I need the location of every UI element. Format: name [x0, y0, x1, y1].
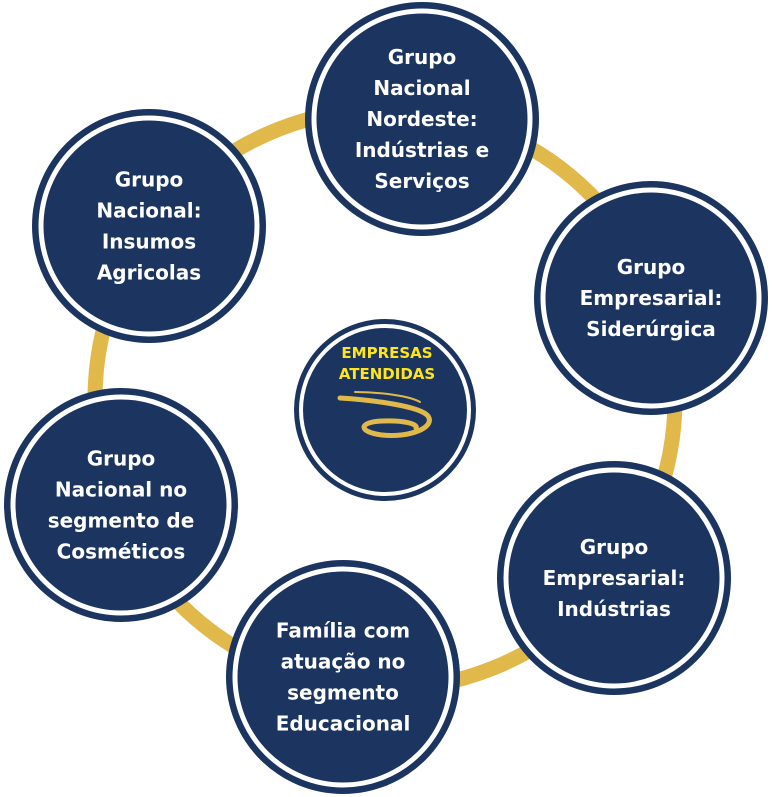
company-node-label-line: Grupo: [87, 447, 156, 471]
company-node-label-line: Grupo: [617, 255, 686, 279]
company-node-label-line: Serviços: [374, 169, 469, 193]
company-node-label-line: Grupo: [580, 535, 649, 559]
company-node-label-line: Cosméticos: [57, 540, 186, 564]
company-node-circle: [497, 461, 731, 695]
center-badge: EMPRESAS ATENDIDAS: [294, 319, 476, 501]
company-node-label-line: Nordeste:: [366, 107, 477, 131]
company-node-circle: [32, 109, 266, 343]
company-node-border: [232, 566, 454, 788]
company-node-circle: [305, 2, 539, 236]
center-badge-border: [299, 324, 471, 496]
company-node-label-line: Grupo: [115, 168, 184, 192]
company-node-label-line: Indústrias: [557, 597, 671, 621]
company-node-label-line: Empresarial:: [580, 286, 723, 310]
company-node-label-line: Nacional no: [55, 478, 187, 502]
company-node-label-line: Empresarial:: [543, 566, 686, 590]
center-badge-outer: [294, 319, 476, 501]
company-node-border: [10, 394, 232, 616]
company-node-label-line: Educacional: [276, 712, 411, 736]
company-node-label-line: Indústrias e: [355, 138, 489, 162]
center-title-line-1: EMPRESAS: [341, 344, 432, 362]
company-node-border: [540, 187, 762, 409]
company-node-label-line: Família com: [276, 619, 410, 643]
company-node-border: [311, 8, 533, 230]
company-node-label-line: Nacional:: [96, 199, 201, 223]
company-node-label-line: Grupo: [388, 45, 457, 69]
company-node-border: [503, 467, 725, 689]
company-node-circle: [4, 388, 238, 622]
company-node-label-line: Agricolas: [97, 261, 201, 285]
gold-swirl-logo-icon: [337, 391, 432, 439]
company-node-label-line: segmento de: [48, 509, 195, 533]
center-title-line-2: ATENDIDAS: [339, 365, 435, 383]
company-node-label-line: atuação no: [281, 650, 406, 674]
company-node-border: [38, 115, 260, 337]
company-node-circle: [534, 181, 768, 415]
company-node-label-line: Nacional: [373, 76, 470, 100]
company-node-label-line: Insumos: [102, 230, 196, 254]
company-node-label-line: Siderúrgica: [586, 317, 716, 341]
company-node-label-line: segmento: [287, 681, 399, 705]
company-node-circle: [226, 560, 460, 794]
